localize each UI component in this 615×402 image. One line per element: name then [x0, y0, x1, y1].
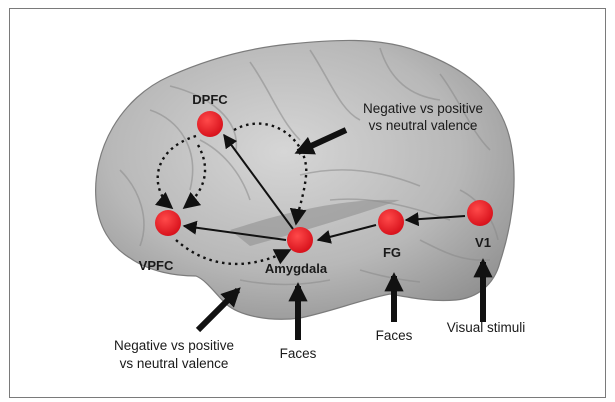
- node-vpfc: [155, 210, 181, 236]
- annotation-faces-fg: Faces: [376, 328, 413, 343]
- annotation-top-line2: vs neutral valence: [369, 118, 478, 133]
- annotation-bottom-line2: vs neutral valence: [120, 356, 229, 371]
- label-dpfc: DPFC: [192, 92, 228, 107]
- node-amygdala: [287, 227, 313, 253]
- label-vpfc: VPFC: [139, 258, 174, 273]
- brain-outline: [96, 40, 514, 319]
- label-v1: V1: [475, 235, 491, 250]
- annotation-visual-stimuli: Visual stimuli: [447, 320, 526, 335]
- node-dpfc: [197, 111, 223, 137]
- node-v1: [467, 200, 493, 226]
- annotation-top-line1: Negative vs positive: [363, 101, 483, 116]
- annotation-faces-amygdala: Faces: [280, 346, 317, 361]
- node-fg: [378, 209, 404, 235]
- label-fg: FG: [383, 245, 401, 260]
- annotation-bottom-line1: Negative vs positive: [114, 338, 234, 353]
- label-amygdala: Amygdala: [265, 261, 328, 276]
